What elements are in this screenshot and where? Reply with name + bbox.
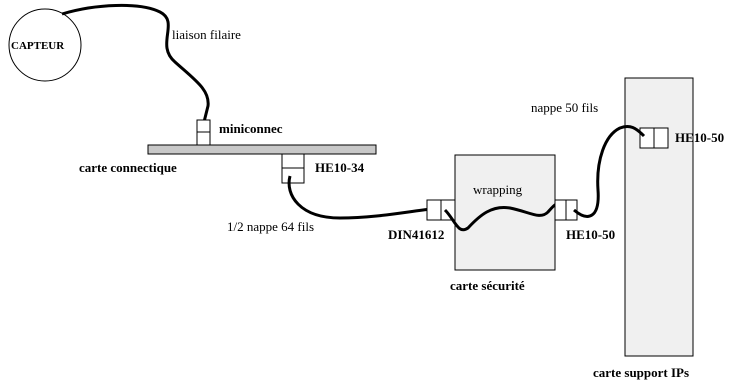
sensor-node: CAPTEUR [8,8,82,82]
he10-50-support-connector [639,127,669,149]
connection-board-label: carte connectique [79,160,177,175]
connection-board [147,144,377,155]
wired-link-label: liaison filaire [172,27,241,42]
he10-50-security-label: HE10-50 [566,227,615,242]
miniconnec-label: miniconnec [219,121,283,136]
he10-34-label: HE10-34 [315,160,365,175]
ip-support-board-label: carte support IPs [593,365,689,380]
ribbon-50-cable [573,124,646,218]
din41612-label: DIN41612 [388,227,444,242]
wrapping-label: wrapping [473,182,523,197]
sensor-label: CAPTEUR [11,40,65,52]
ip-support-board [624,77,694,357]
half-ribbon-label: 1/2 nappe 64 fils [227,219,314,234]
half-ribbon-cable [287,175,432,220]
wrapping-wire [443,201,567,232]
safety-board-label: carte sécurité [450,278,525,293]
sensor-circle [8,8,82,82]
wired-link-cable [61,3,210,123]
he10-34-connector [281,153,305,184]
safety-board [454,154,556,271]
ribbon-50-label: nappe 50 fils [531,100,598,115]
he10-50-security-connector [554,199,578,221]
he10-50-support-label: HE10-50 [675,130,724,145]
miniconnec-connector [196,119,211,146]
